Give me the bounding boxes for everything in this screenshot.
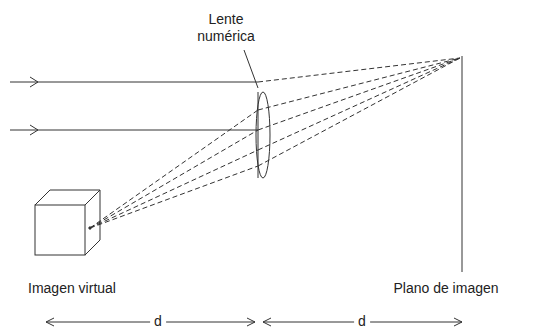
refracted-ray xyxy=(258,58,460,166)
refracted-ray xyxy=(258,58,460,110)
dimension-label: d xyxy=(354,313,370,330)
refracted-ray xyxy=(258,58,460,150)
image-plane xyxy=(462,56,463,272)
cube-object xyxy=(35,190,100,255)
part-label: Plano de imagen xyxy=(393,280,498,297)
refracted-ray xyxy=(258,58,460,82)
leader-line xyxy=(244,50,258,88)
light-ray xyxy=(10,82,258,83)
refracted-ray xyxy=(258,58,460,130)
lens-plane xyxy=(258,92,259,178)
dimension-label: d xyxy=(150,313,166,330)
virtual-ray xyxy=(90,150,258,228)
virtual-ray xyxy=(90,110,258,228)
light-ray xyxy=(10,130,258,131)
ray-arrowhead xyxy=(30,77,38,87)
virtual-ray xyxy=(90,130,258,228)
lens-outline xyxy=(256,92,270,178)
part-label: Lente numérica xyxy=(190,11,262,45)
virtual-ray xyxy=(90,166,258,228)
part-label: Imagen virtual xyxy=(28,280,116,297)
object-point xyxy=(89,227,91,229)
ray-arrowhead xyxy=(30,125,38,135)
